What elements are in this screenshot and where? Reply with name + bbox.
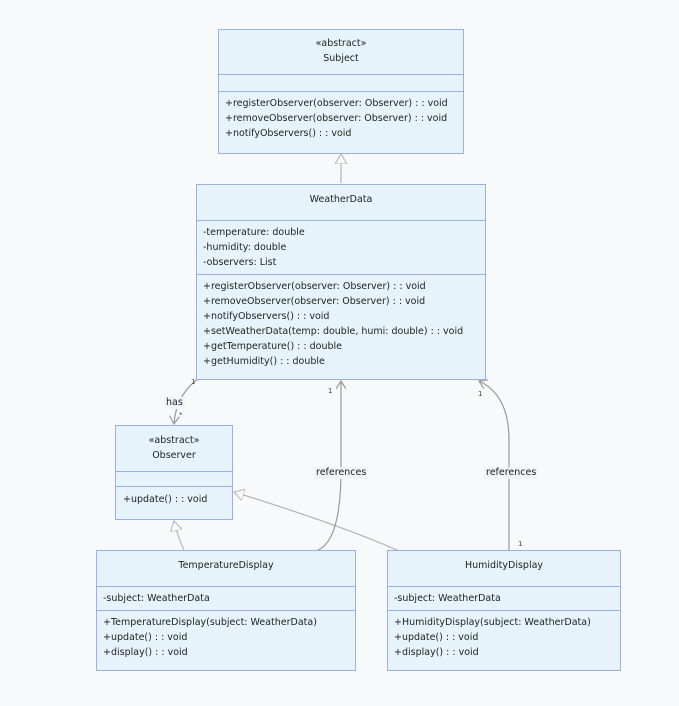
has-edge-label: has <box>164 397 185 409</box>
weatherdata-class-name: WeatherData <box>309 194 373 205</box>
temp-references-edge-label: references <box>314 467 369 479</box>
subject-class-name: Subject <box>323 53 359 64</box>
weatherdata-method: +setWeatherData(temp: double, humi: doub… <box>203 326 464 337</box>
class-observer[interactable]: «abstract» Observer +update() : : void <box>115 425 233 520</box>
temperaturedisplay-attribute: -subject: WeatherData <box>103 593 210 604</box>
weatherdata-attribute: -temperature: double <box>203 227 305 238</box>
has-source-multiplicity: 1 <box>191 378 196 386</box>
humiditydisplay-methods-section: +HumidityDisplay(subject: WeatherData) +… <box>388 611 620 664</box>
subject-attributes-section <box>219 75 463 92</box>
weatherdata-method: +notifyObservers() : : void <box>203 311 330 322</box>
temperaturedisplay-methods-section: +TemperatureDisplay(subject: WeatherData… <box>97 611 355 664</box>
humiditydisplay-method: +display() : : void <box>394 647 479 658</box>
subject-methods-section: +registerObserver(observer: Observer) : … <box>219 92 463 145</box>
humi-references-edge-label: references <box>484 467 539 479</box>
weatherdata-attributes-section: -temperature: double -humidity: double -… <box>197 221 485 275</box>
humi-references-target-multiplicity: 1 <box>478 390 483 398</box>
observer-methods-section: +update() : : void <box>116 487 232 512</box>
weatherdata-method: +getTemperature() : : double <box>203 341 342 352</box>
weatherdata-attribute: -observers: List <box>203 257 277 268</box>
observer-class-name: Observer <box>152 450 196 461</box>
class-humiditydisplay[interactable]: HumidityDisplay -subject: WeatherData +H… <box>387 550 621 671</box>
weatherdata-method: +registerObserver(observer: Observer) : … <box>203 281 426 292</box>
humiditydisplay-attribute: -subject: WeatherData <box>394 593 501 604</box>
association-temp-references <box>317 381 341 551</box>
subject-method: +registerObserver(observer: Observer) : … <box>225 98 448 109</box>
temperaturedisplay-attributes-section: -subject: WeatherData <box>97 587 355 611</box>
inheritance-temperaturedisplay-observer <box>174 521 185 551</box>
humi-references-source-multiplicity: 1 <box>518 540 523 548</box>
weatherdata-method: +getHumidity() : : double <box>203 356 325 367</box>
subject-method: +removeObserver(observer: Observer) : : … <box>225 113 448 124</box>
humiditydisplay-method: +HumidityDisplay(subject: WeatherData) <box>394 617 591 628</box>
subject-method: +notifyObservers() : : void <box>225 128 352 139</box>
class-temperaturedisplay[interactable]: TemperatureDisplay -subject: WeatherData… <box>96 550 356 671</box>
subject-stereotype: «abstract» <box>315 38 367 49</box>
temperaturedisplay-method: +TemperatureDisplay(subject: WeatherData… <box>103 617 317 628</box>
humiditydisplay-attributes-section: -subject: WeatherData <box>388 587 620 611</box>
weatherdata-method: +removeObserver(observer: Observer) : : … <box>203 296 426 307</box>
association-humi-references <box>479 381 510 550</box>
has-target-multiplicity: * <box>179 411 183 419</box>
temperaturedisplay-method: +display() : : void <box>103 647 188 658</box>
inheritance-humiditydisplay-observer <box>234 492 398 551</box>
temperaturedisplay-class-name: TemperatureDisplay <box>178 560 274 571</box>
weatherdata-attribute: -humidity: double <box>203 242 287 253</box>
observer-method: +update() : : void <box>123 494 208 505</box>
temp-references-target-multiplicity: 1 <box>328 387 333 395</box>
humiditydisplay-class-name: HumidityDisplay <box>464 560 544 571</box>
humiditydisplay-method: +update() : : void <box>394 632 479 643</box>
class-subject[interactable]: «abstract» Subject +registerObserver(obs… <box>218 29 464 154</box>
class-weatherdata[interactable]: WeatherData -temperature: double -humidi… <box>196 184 486 380</box>
temperaturedisplay-method: +update() : : void <box>103 632 188 643</box>
observer-attributes-section <box>116 472 232 487</box>
observer-stereotype: «abstract» <box>148 435 200 446</box>
weatherdata-methods-section: +registerObserver(observer: Observer) : … <box>197 275 485 373</box>
